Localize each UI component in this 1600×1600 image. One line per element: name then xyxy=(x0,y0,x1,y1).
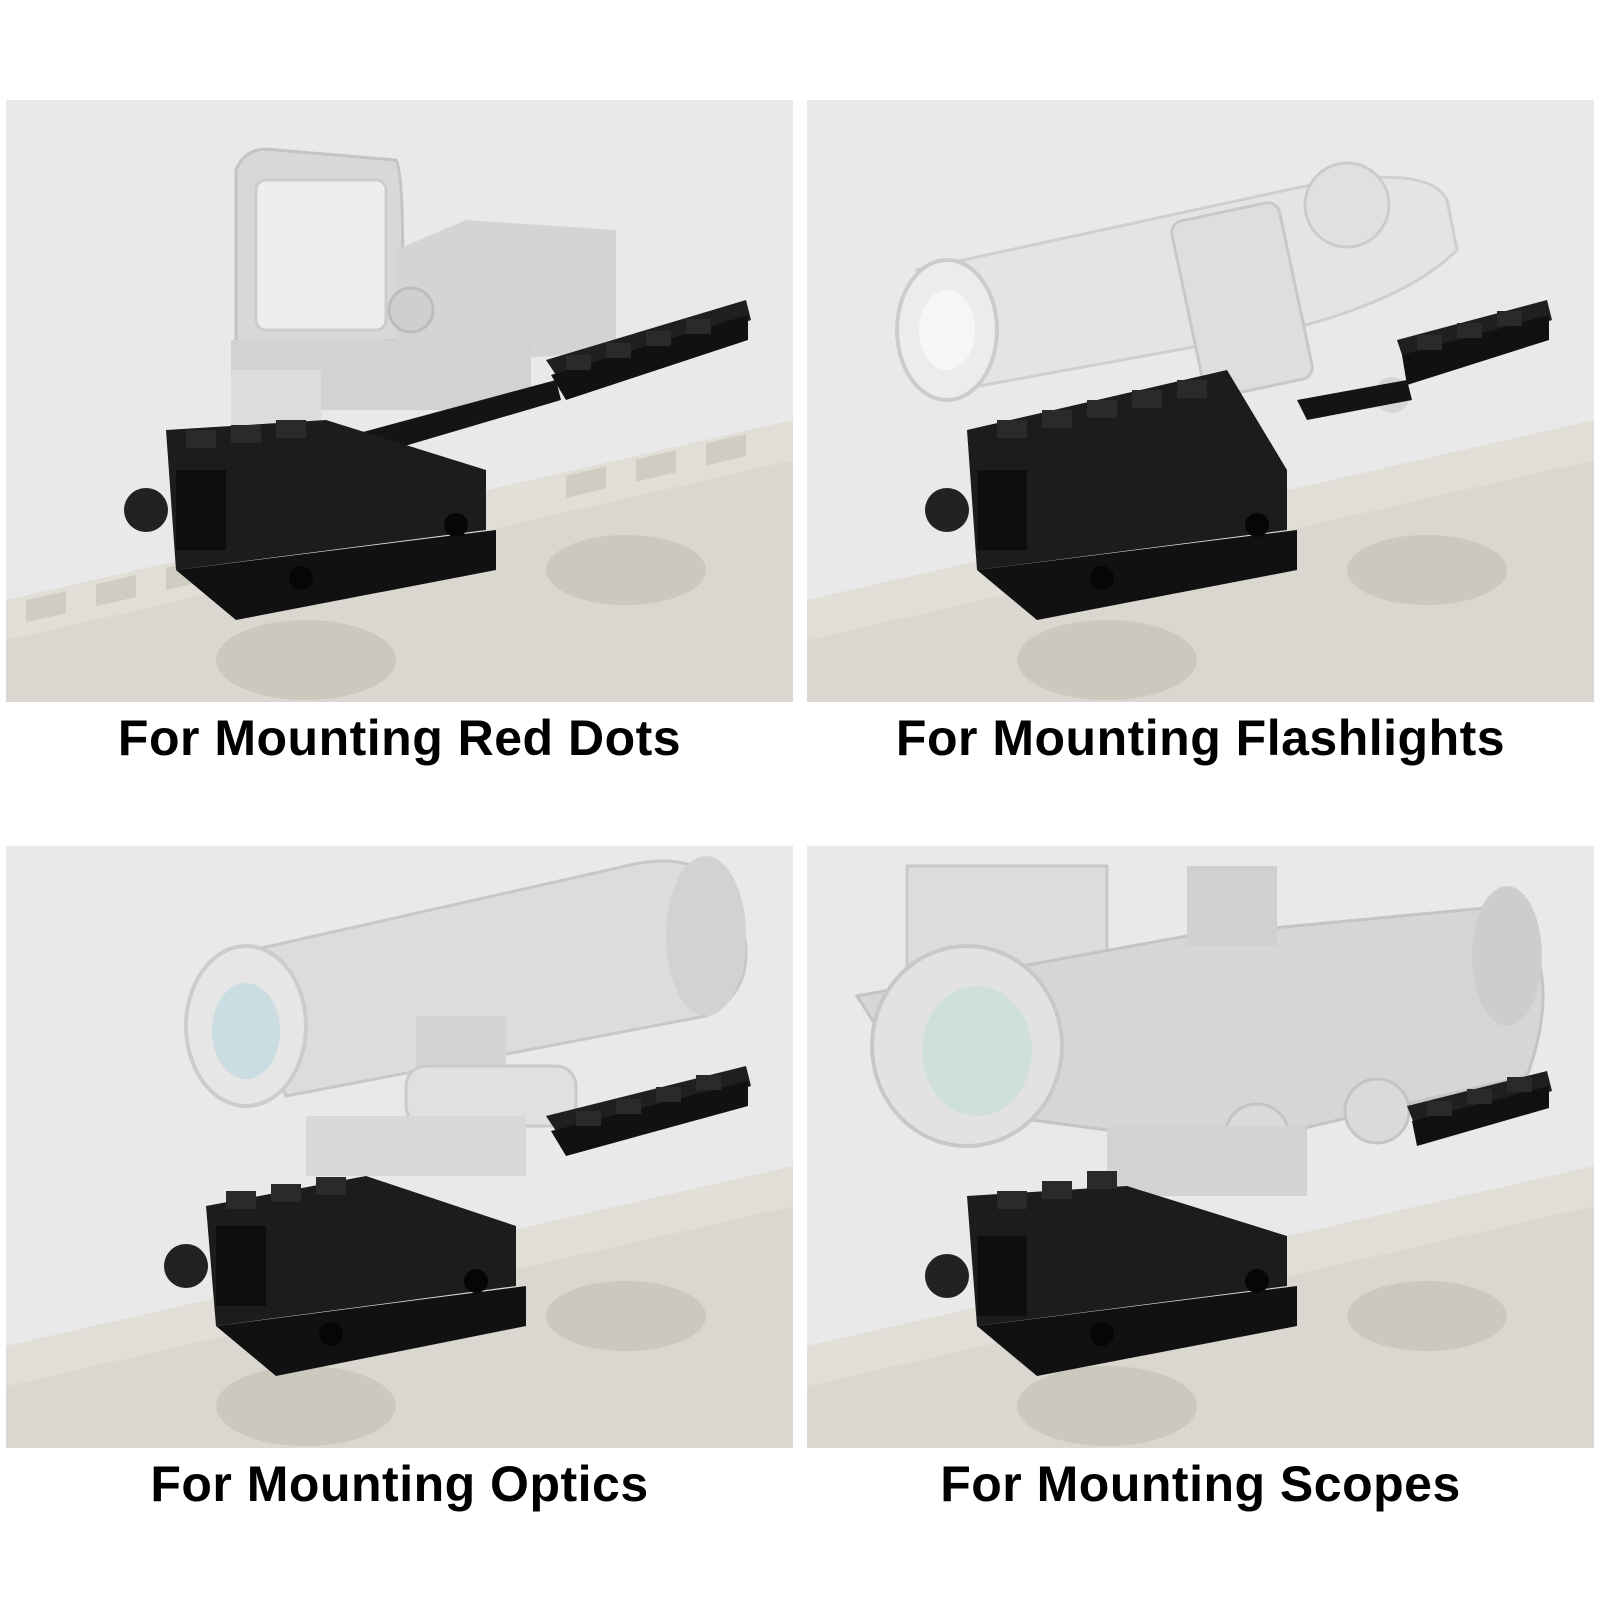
caption-optics: For Mounting Optics xyxy=(150,1456,649,1512)
caption-scopes: For Mounting Scopes xyxy=(940,1456,1461,1512)
caption-flashlights: For Mounting Flashlights xyxy=(895,710,1506,766)
caption-red-dots: For Mounting Red Dots xyxy=(117,710,682,766)
red-dots-illustration xyxy=(6,147,793,702)
flashlights-illustration xyxy=(807,161,1594,702)
panel-optics xyxy=(6,846,793,1448)
magnifier-optic xyxy=(184,856,748,1176)
scopes-illustration xyxy=(807,864,1594,1448)
panel-red-dots xyxy=(6,100,793,702)
red-dot-sight xyxy=(231,147,616,460)
riser-mount xyxy=(925,300,1552,620)
panel-scopes xyxy=(807,846,1594,1448)
riser-mount xyxy=(164,1066,751,1376)
flashlight xyxy=(895,161,1459,413)
prism-scope xyxy=(854,864,1545,1196)
riser-mount xyxy=(124,300,751,620)
panel-flashlights xyxy=(807,100,1594,702)
optics-illustration xyxy=(6,856,793,1448)
riser-mount xyxy=(925,1071,1552,1376)
